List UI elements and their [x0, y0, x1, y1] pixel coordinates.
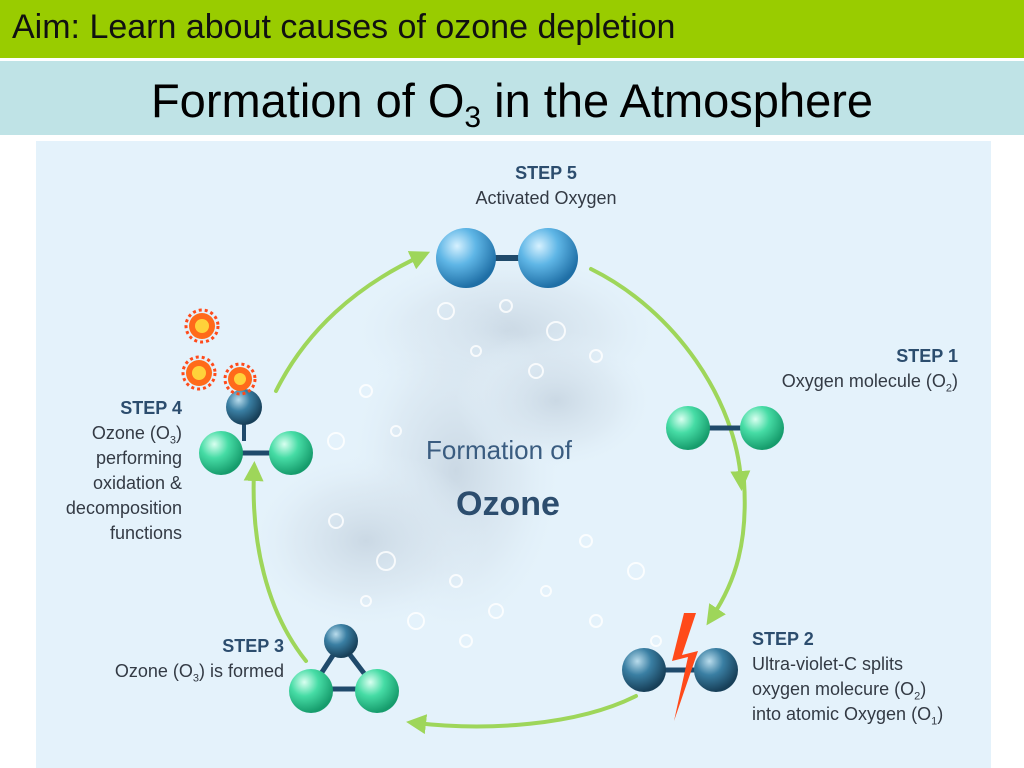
step3-desc-sub: 3 [192, 672, 199, 685]
step3-label: STEP 3 Ozone (O3) is formed [66, 634, 284, 684]
title-prefix: Formation of O [150, 74, 465, 127]
step4-desc-line1-sub: 3 [169, 434, 176, 447]
diagram-graphics [36, 141, 991, 768]
step2-title: STEP 2 [752, 629, 814, 649]
slide-title: Formation of O3 in the Atmosphere [0, 61, 1024, 135]
step2-desc-line3-pre: into atomic Oxygen (O [752, 704, 932, 724]
step3-desc-post: ) is formed [198, 661, 284, 681]
cycle-arrows [243, 251, 751, 735]
ozone-formation-diagram: Formation of Ozone STEP 5 Activated Oxyg… [36, 141, 991, 768]
title-subscript: 3 [464, 101, 482, 134]
step4-desc-line1-pre: Ozone (O [91, 423, 170, 443]
step1-molecule-o2 [666, 406, 784, 450]
step4-molecule-o3 [199, 389, 313, 475]
step1-desc-sub: 2 [945, 382, 952, 395]
step1-label: STEP 1 Oxygen molecule (O2) [676, 344, 958, 394]
spark-icons [181, 308, 257, 396]
step2-desc-line3-sub: 1 [931, 715, 938, 728]
step2-desc-line3-post: ) [937, 704, 944, 724]
step2-desc-line2-sub: 2 [914, 690, 921, 703]
step2-label: STEP 2 Ultra-violet-C splits oxygen mole… [752, 627, 943, 727]
step2-desc-line2-pre: oxygen molecure (O [752, 679, 915, 699]
step5-title: STEP 5 [515, 163, 577, 183]
aim-bar: Aim: Learn about causes of ozone depleti… [0, 0, 1024, 58]
step3-molecule-o3 [289, 624, 399, 713]
aim-text: Aim: Learn about causes of ozone depleti… [12, 8, 676, 46]
step4-desc-line3: oxidation & [92, 473, 182, 493]
step4-desc-line4: decomposition [65, 498, 182, 518]
step2-split-molecule [622, 613, 738, 721]
lightning-icon [672, 613, 698, 721]
step2-desc-line2-post: ) [920, 679, 927, 699]
spark-icon [181, 355, 217, 391]
step4-title: STEP 4 [120, 398, 182, 418]
step5-label: STEP 5 Activated Oxygen [426, 161, 666, 211]
step3-desc-pre: Ozone (O [114, 661, 193, 681]
water-cloud-illustration [246, 251, 666, 648]
step4-label: STEP 4 Ozone (O3) performing oxidation &… [36, 396, 182, 546]
step4-desc-line2: performing [95, 448, 182, 468]
title-suffix: in the Atmosphere [481, 74, 874, 127]
step2-desc-line1: Ultra-violet-C splits [752, 654, 904, 674]
spark-icon [184, 308, 220, 344]
step1-title: STEP 1 [896, 346, 958, 366]
step3-title: STEP 3 [222, 636, 284, 656]
step4-desc-line1-post: ) [176, 423, 182, 443]
step5-desc: Activated Oxygen [475, 188, 617, 208]
center-title-line2: Ozone [456, 485, 560, 523]
step4-desc-line5: functions [109, 523, 182, 543]
step1-desc-pre: Oxygen molecule (O [781, 371, 946, 391]
center-title-line1: Formation of [426, 435, 572, 465]
step1-desc-post: ) [952, 371, 958, 391]
spark-icon [223, 362, 257, 396]
step5-molecule-o2 [436, 228, 578, 288]
